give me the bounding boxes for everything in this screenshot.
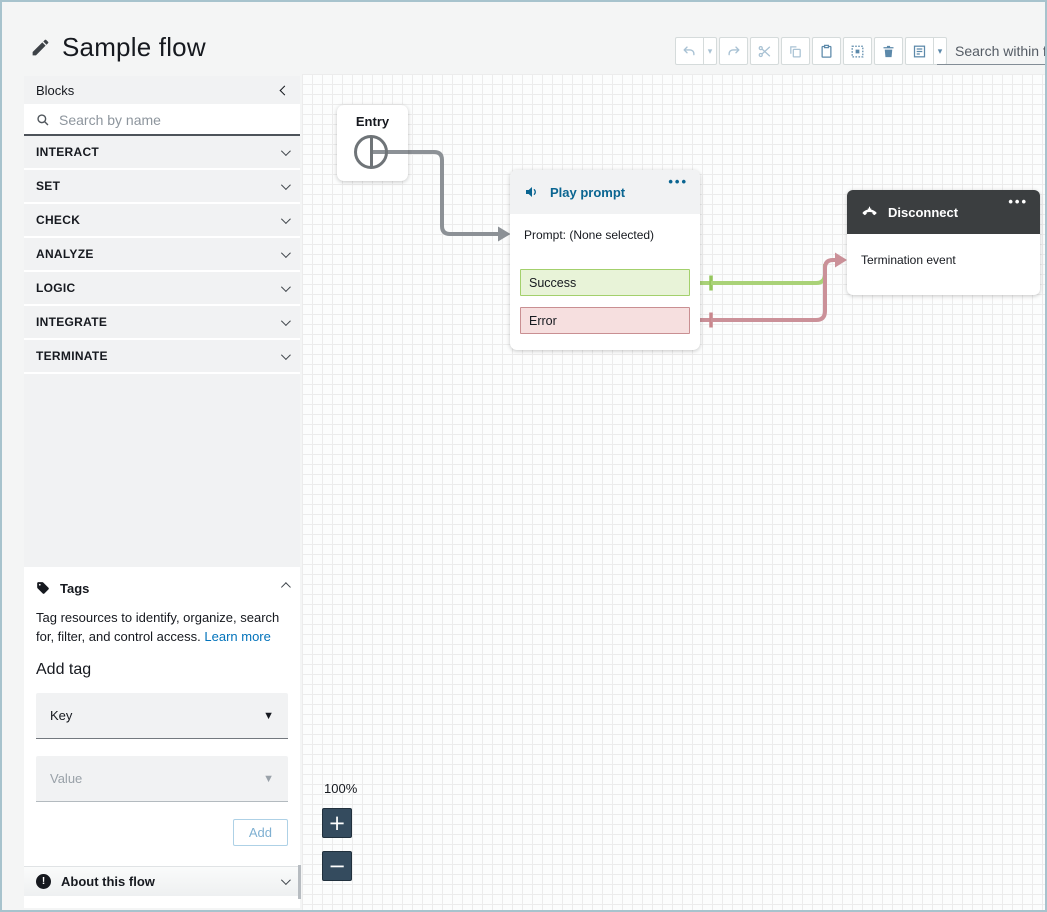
delete-button[interactable]: [874, 37, 903, 65]
chevron-down-icon: [280, 875, 291, 886]
notes-dropdown-caret[interactable]: ▾: [933, 38, 946, 64]
cut-button[interactable]: [750, 37, 779, 65]
chevron-down-icon: [280, 281, 291, 292]
select-all-icon[interactable]: [844, 38, 871, 64]
play-prompt-title: Play prompt: [550, 184, 626, 200]
chevron-down-icon: [280, 349, 291, 360]
redo-icon[interactable]: [720, 38, 747, 64]
notes-button[interactable]: ▾: [905, 37, 947, 65]
sidebar-category-check[interactable]: CHECK: [24, 204, 300, 236]
chevron-down-icon: [280, 145, 291, 156]
chevron-up-icon: [280, 581, 291, 592]
flow-search: [937, 38, 1045, 65]
entry-port-icon[interactable]: [354, 135, 388, 169]
tag-key-dropdown[interactable]: Key ▼: [36, 693, 288, 739]
disconnect-block[interactable]: Disconnect ••• Termination event: [847, 190, 1040, 295]
sidebar-category-set[interactable]: SET: [24, 170, 300, 202]
paste-button[interactable]: [812, 37, 841, 65]
clipboard-icon[interactable]: [813, 38, 840, 64]
play-prompt-block[interactable]: Play prompt ••• Prompt: (None selected) …: [510, 170, 700, 350]
undo-button[interactable]: ▾: [675, 37, 717, 65]
tags-panel: Tags Tag resources to identify, organize…: [24, 567, 300, 866]
play-prompt-header: Play prompt •••: [510, 170, 700, 214]
about-title: About this flow: [61, 874, 155, 889]
trash-icon[interactable]: [875, 38, 902, 64]
sidebar-category-interact[interactable]: INTERACT: [24, 136, 300, 168]
zoom-level-label: 100%: [324, 781, 358, 796]
undo-icon[interactable]: [676, 38, 703, 64]
app-header: Sample flow ▾: [2, 2, 1045, 74]
tag-value-dropdown[interactable]: Value ▼: [36, 756, 288, 802]
blocks-search-input[interactable]: [59, 112, 259, 128]
zoom-out-button[interactable]: −: [322, 851, 352, 881]
sidebar-category-terminate[interactable]: TERMINATE: [24, 340, 300, 372]
learn-more-link[interactable]: Learn more: [204, 629, 271, 645]
chevron-down-icon: [280, 247, 291, 258]
toolbar: ▾: [675, 37, 947, 65]
sidebar-category-analyze[interactable]: ANALYZE: [24, 238, 300, 270]
blocks-sidebar: Blocks INTERACT SET CHECK ANALYZE LOGIC: [24, 76, 301, 908]
phone-down-icon: [862, 206, 877, 215]
scissors-icon[interactable]: [751, 38, 778, 64]
ellipsis-menu-icon[interactable]: •••: [668, 174, 688, 189]
dropdown-caret-icon: ▼: [263, 709, 274, 722]
chevron-down-icon: [280, 213, 291, 224]
add-tag-button[interactable]: Add: [232, 819, 288, 846]
entry-port-bar: [370, 138, 373, 166]
entry-block[interactable]: Entry: [337, 105, 408, 181]
flow-connectors: [408, 150, 847, 328]
zoom-in-button[interactable]: +: [322, 808, 352, 838]
entry-connector-lead: [371, 150, 408, 154]
block-category-list: INTERACT SET CHECK ANALYZE LOGIC INTEGRA…: [24, 136, 300, 374]
add-tag-heading: Add tag: [36, 661, 92, 678]
page-title: Sample flow: [62, 32, 206, 62]
collapse-panel-chevron-left-icon[interactable]: [279, 85, 290, 95]
about-this-flow-row[interactable]: ! About this flow: [24, 865, 301, 899]
speaker-icon: [526, 187, 536, 197]
branch-error[interactable]: Error: [520, 307, 690, 334]
disconnect-header: Disconnect •••: [847, 190, 1040, 234]
branch-success[interactable]: Success: [520, 269, 690, 296]
blocks-search: [24, 106, 300, 136]
flow-canvas[interactable]: Entry Play prompt ••• Prompt: (None sele…: [302, 74, 1045, 910]
copy-button[interactable]: [781, 37, 810, 65]
ellipsis-menu-icon[interactable]: •••: [1008, 194, 1028, 209]
copy-icon[interactable]: [782, 38, 809, 64]
dropdown-caret-icon: ▼: [263, 772, 274, 785]
undo-dropdown-caret[interactable]: ▾: [703, 38, 716, 64]
chevron-down-icon: [280, 179, 291, 190]
blocks-panel-header: Blocks: [24, 76, 300, 104]
disconnect-title: Disconnect: [888, 204, 959, 220]
tag-icon: [37, 582, 49, 595]
play-prompt-body-text: Prompt: (None selected): [524, 228, 655, 242]
tags-title: Tags: [60, 580, 90, 596]
connector-success-to-disconnect[interactable]: [700, 264, 827, 291]
tags-section-header[interactable]: Tags: [36, 573, 291, 603]
info-icon: !: [36, 874, 51, 889]
redo-button[interactable]: [719, 37, 748, 65]
select-all-button[interactable]: [843, 37, 872, 65]
notes-icon[interactable]: [906, 38, 933, 64]
sidebar-category-logic[interactable]: LOGIC: [24, 272, 300, 304]
blocks-panel-title: Blocks: [36, 82, 75, 98]
sidebar-scrollbar-thumb[interactable]: [298, 865, 301, 899]
tags-description: Tag resources to identify, organize, sea…: [36, 610, 280, 645]
entry-block-title: Entry: [355, 114, 390, 129]
search-icon: [37, 114, 49, 126]
connector-error-to-disconnect[interactable]: [700, 252, 847, 328]
flow-search-input[interactable]: [955, 43, 1045, 59]
sidebar-filler: [24, 374, 300, 568]
disconnect-body-text: Termination event: [861, 253, 956, 267]
edit-pencil-icon[interactable]: [30, 37, 51, 58]
connector-entry-to-play-prompt[interactable]: [408, 150, 511, 242]
chevron-down-icon: [280, 315, 291, 326]
sidebar-category-integrate[interactable]: INTEGRATE: [24, 306, 300, 338]
